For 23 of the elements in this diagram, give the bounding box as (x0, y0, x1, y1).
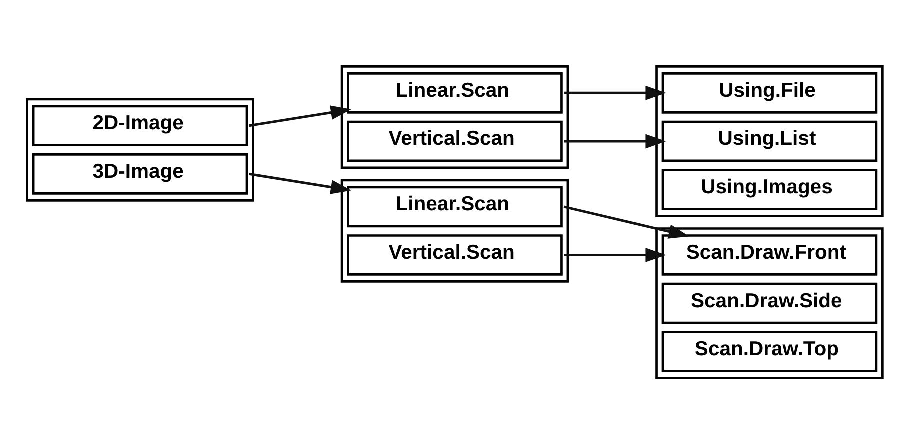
arrow (249, 172, 352, 194)
arrow (564, 248, 666, 262)
node-box: Scan.Draw.Top (662, 330, 878, 372)
arrow (564, 85, 666, 100)
arrow (564, 205, 690, 238)
node-box: 3D-Image (32, 153, 248, 194)
node-box: Vertical.Scan (347, 234, 563, 276)
node-box: Using.Images (662, 168, 878, 210)
node-box: Linear.Scan (347, 186, 563, 228)
cluster (656, 227, 884, 379)
cluster (656, 65, 884, 217)
node-box: 2D-Image (32, 104, 248, 146)
cluster (26, 98, 254, 202)
cluster (340, 65, 570, 169)
node-box: Scan.Draw.Front (662, 234, 878, 276)
node-box: Using.List (662, 120, 878, 162)
arrow (249, 105, 352, 127)
node-box: Scan.Draw.Side (662, 282, 878, 324)
arrow (564, 134, 666, 148)
node-box: Using.File (662, 72, 878, 114)
node-box: Vertical.Scan (347, 120, 563, 162)
node-box: Linear.Scan (347, 72, 563, 114)
cluster (340, 178, 570, 282)
